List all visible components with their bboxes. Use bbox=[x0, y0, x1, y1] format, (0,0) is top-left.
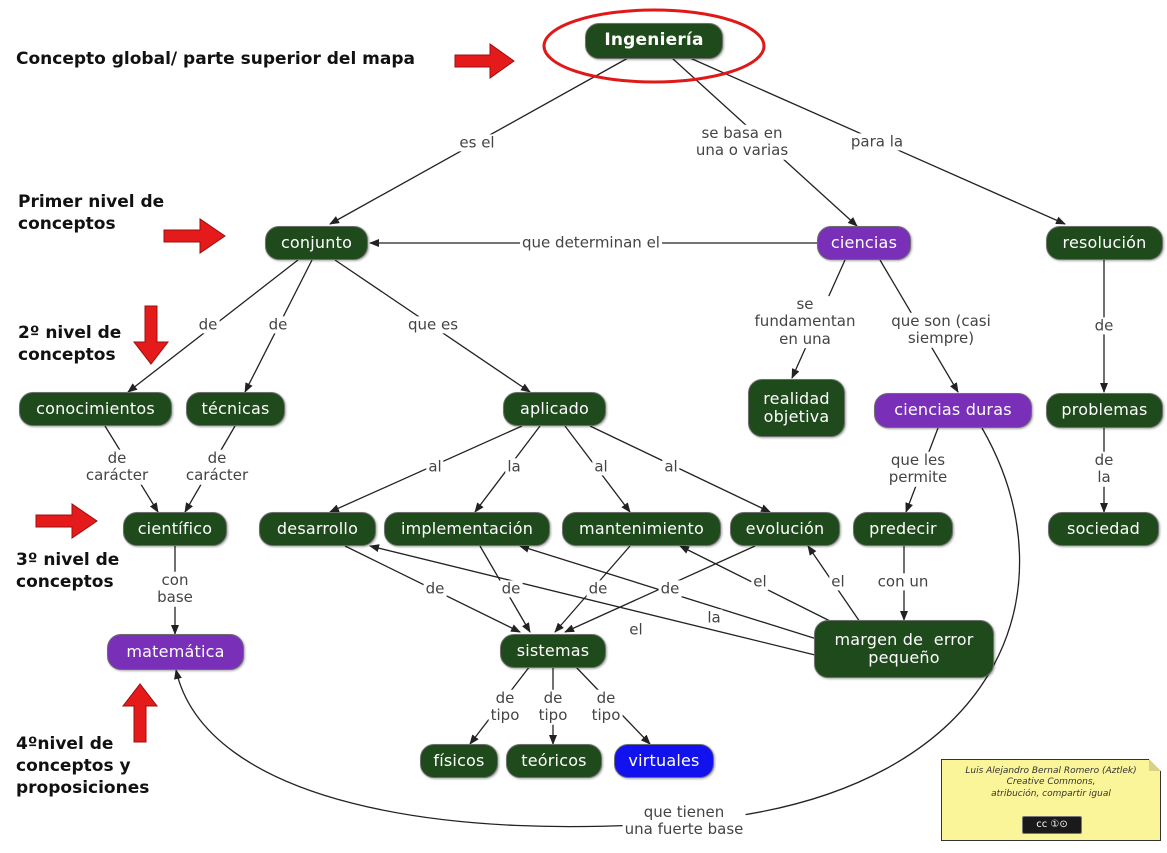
credit-note: Luis Alejandro Bernal Romero (Aztlek) Cr… bbox=[941, 759, 1161, 841]
link-label-caracter-conocimientos: de carácter bbox=[83, 448, 151, 485]
creative-commons-icon: cc ①⊙ bbox=[1022, 816, 1082, 834]
link-label-es-el: es el bbox=[457, 133, 497, 152]
link-label-de-resolucion: de bbox=[1092, 316, 1116, 335]
link-label-que-les-permite: que les permite bbox=[886, 450, 950, 487]
edge-margen-desarrollo bbox=[369, 544, 816, 656]
concept-tecnicas: técnicas bbox=[186, 392, 285, 426]
link-label-al-desarrollo: al bbox=[426, 457, 444, 476]
annotation-cuarto-nivel: 4ºnivel de conceptos y proposiciones bbox=[16, 734, 150, 799]
link-label-de-conocimientos: de bbox=[196, 315, 220, 334]
concept-conocimientos: conocimientos bbox=[19, 392, 172, 426]
link-label-el-evolucion: el bbox=[829, 572, 847, 591]
link-label-la-implementacion-2: la bbox=[705, 608, 723, 627]
link-label-al-mantenimiento: al bbox=[592, 457, 610, 476]
concept-realidad-objetiva: realidad objetiva bbox=[748, 379, 845, 437]
link-label-que-es: que es bbox=[405, 315, 461, 334]
annotation-tercer-nivel: 3º nivel de conceptos bbox=[16, 550, 120, 593]
concept-implementacion: implementación bbox=[384, 512, 550, 546]
link-label-de-tecnicas: de bbox=[266, 315, 290, 334]
link-label-de-sistemas-1: de bbox=[423, 579, 447, 598]
concept-resolucion: resolución bbox=[1046, 226, 1163, 260]
concept-margen-error: margen de error pequeño bbox=[814, 620, 994, 678]
highlight-ellipse bbox=[542, 8, 766, 84]
note-fold-corner bbox=[1149, 759, 1161, 771]
link-label-el-desarrollo: el bbox=[627, 620, 645, 639]
arrow-primer-icon bbox=[163, 218, 226, 254]
annotation-segundo-nivel: 2º nivel de conceptos bbox=[18, 323, 122, 366]
concept-conjunto: conjunto bbox=[265, 226, 368, 260]
concept-mantenimiento: mantenimiento bbox=[562, 512, 721, 546]
link-label-tipo-teoricos: de tipo bbox=[536, 688, 570, 725]
concept-fisicos: físicos bbox=[420, 744, 498, 778]
concept-cientifico: científico bbox=[123, 512, 227, 546]
link-label-para-la: para la bbox=[848, 132, 906, 151]
annotation-concepto-global: Concepto global/ parte superior del mapa bbox=[16, 49, 416, 69]
concept-sistemas: sistemas bbox=[500, 634, 606, 668]
edge-aplicado-desarrollo bbox=[329, 425, 523, 513]
link-label-con-un: con un bbox=[875, 572, 931, 591]
arrow-global-icon bbox=[454, 43, 515, 79]
link-label-que-determinan: que determinan el bbox=[520, 233, 662, 252]
arrow-tercero-icon bbox=[35, 503, 98, 539]
concept-problemas: problemas bbox=[1046, 393, 1163, 428]
link-label-se-basa: se basa en una o varias bbox=[693, 123, 791, 160]
link-label-se-fundamentan: se fundamentan en una bbox=[752, 295, 858, 348]
link-label-caracter-tecnicas: de carácter bbox=[183, 448, 251, 485]
concept-evolucion: evolución bbox=[730, 512, 840, 546]
concept-ciencias: ciencias bbox=[817, 226, 911, 260]
credit-text: Luis Alejandro Bernal Romero (Aztlek) Cr… bbox=[965, 766, 1137, 799]
link-label-que-son: que son (casi siempre) bbox=[889, 311, 993, 348]
link-label-la-implementacion: la bbox=[505, 457, 523, 476]
link-label-de-la: de la bbox=[1092, 450, 1116, 487]
link-label-tipo-virtuales: de tipo bbox=[589, 688, 623, 725]
link-label-que-tienen: que tienen una fuerte base bbox=[622, 802, 746, 839]
concept-aplicado: aplicado bbox=[503, 392, 606, 426]
concept-virtuales: virtuales bbox=[614, 744, 714, 778]
annotation-primer-nivel: Primer nivel de conceptos bbox=[18, 192, 165, 235]
concept-matematica: matemática bbox=[107, 634, 244, 670]
link-label-de-sistemas-2: de bbox=[499, 579, 523, 598]
arrow-cuarto-icon bbox=[121, 683, 159, 743]
edge-aplicado-evolucion bbox=[589, 425, 771, 513]
link-label-el-mantenimiento: el bbox=[751, 572, 769, 591]
concept-ciencias-duras: ciencias duras bbox=[874, 393, 1032, 428]
concept-sociedad: sociedad bbox=[1048, 512, 1159, 546]
link-label-con-base: con base bbox=[155, 570, 195, 607]
concept-ingenieria: Ingeniería bbox=[585, 23, 723, 59]
concept-teoricos: teóricos bbox=[506, 744, 602, 778]
link-label-al-evolucion: al bbox=[662, 457, 680, 476]
link-label-de-sistemas-3: de bbox=[586, 579, 610, 598]
link-label-de-sistemas-4: de bbox=[658, 579, 682, 598]
concept-predecir: predecir bbox=[853, 512, 953, 546]
concept-desarrollo: desarrollo bbox=[259, 512, 376, 546]
arrow-segundo-icon bbox=[132, 305, 170, 365]
link-label-tipo-fisicos: de tipo bbox=[488, 688, 522, 725]
